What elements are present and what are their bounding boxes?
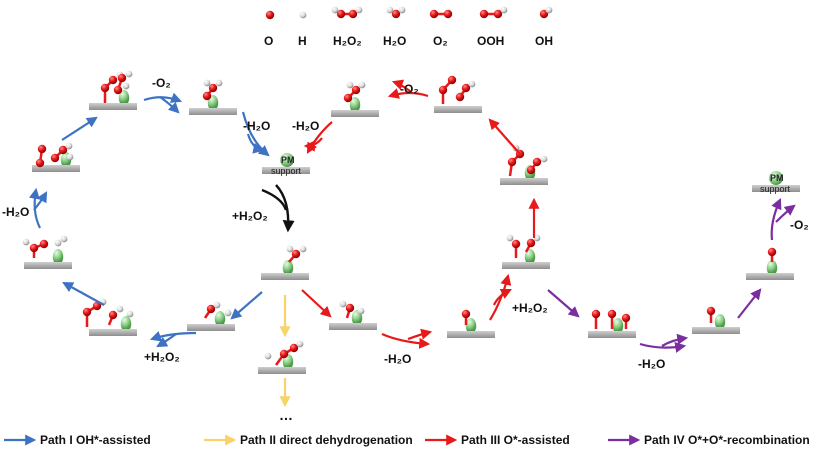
legend: Path I OH*-assisted Path II direct dehyd…: [4, 433, 810, 447]
label-p4-h2o: -H₂O: [638, 357, 665, 371]
key-label-o: O: [264, 34, 273, 48]
label-p1-h2o-left: -H₂O: [2, 205, 29, 219]
step-labels: -O₂ -H₂O -H₂O +H₂O₂ +H₂O₂ -O₂ -H₂O -H₂O …: [2, 76, 809, 423]
svg-text:Path I OH*-assisted: Path I OH*-assisted: [40, 433, 151, 447]
key-label-ooh: OOH: [477, 34, 504, 48]
pm-label-right: PM: [770, 173, 784, 183]
svg-text:Path II direct dehydrogenation: Path II direct dehydrogenation: [240, 433, 413, 447]
adsorbate-atoms: [22, 70, 777, 360]
path-iv-arrows: [547, 197, 796, 353]
legend-path-ii: Path II direct dehydrogenation: [204, 433, 413, 447]
label-p3-h2o2: +H₂O₂: [512, 301, 548, 315]
path-i-arrows: [29, 92, 270, 348]
label-center-h2o2: +H₂O₂: [232, 209, 268, 223]
support-label-right: support: [760, 184, 791, 194]
pm-support-center: PM support: [271, 153, 302, 176]
key-label-h2o2: H₂O₂: [333, 34, 362, 48]
adsorbates: [32, 77, 774, 366]
label-p3-o2: -O₂: [400, 82, 419, 96]
center-arrow: [261, 184, 295, 233]
metal-clusters: [52, 90, 778, 367]
support-label: support: [271, 166, 302, 176]
legend-path-i: Path I OH*-assisted: [4, 433, 151, 447]
key-labels: O H H₂O₂ H₂O O₂ OOH OH: [264, 34, 553, 48]
pm-support-right: PM support: [760, 171, 791, 194]
legend-path-iv: Path IV O*+O*-recombination: [608, 433, 810, 447]
svg-text:Path III O*-assisted: Path III O*-assisted: [461, 433, 570, 447]
key-label-h2o: H₂O: [383, 34, 406, 48]
label-p1-o2: -O₂: [152, 76, 171, 90]
molecule-key: [265, 6, 553, 20]
key-label-h: H: [298, 34, 307, 48]
label-ellipsis: …: [279, 407, 293, 423]
legend-path-iii: Path III O*-assisted: [425, 433, 570, 447]
svg-text:Path IV O*+O*-recombination: Path IV O*+O*-recombination: [644, 433, 810, 447]
label-p1-h2o2: +H₂O₂: [144, 350, 180, 364]
label-p3-h2o-bottom: -H₂O: [384, 352, 411, 366]
label-p3-h2o-top: -H₂O: [292, 119, 319, 133]
label-p4-o2: -O₂: [790, 218, 809, 232]
key-label-o2: O₂: [433, 34, 448, 48]
pm-label: PM: [281, 155, 295, 165]
support-slabs: [24, 103, 800, 374]
label-p1-h2o-top: -H₂O: [243, 119, 270, 133]
key-label-oh: OH: [535, 34, 553, 48]
path-iii-arrows: [301, 79, 540, 349]
